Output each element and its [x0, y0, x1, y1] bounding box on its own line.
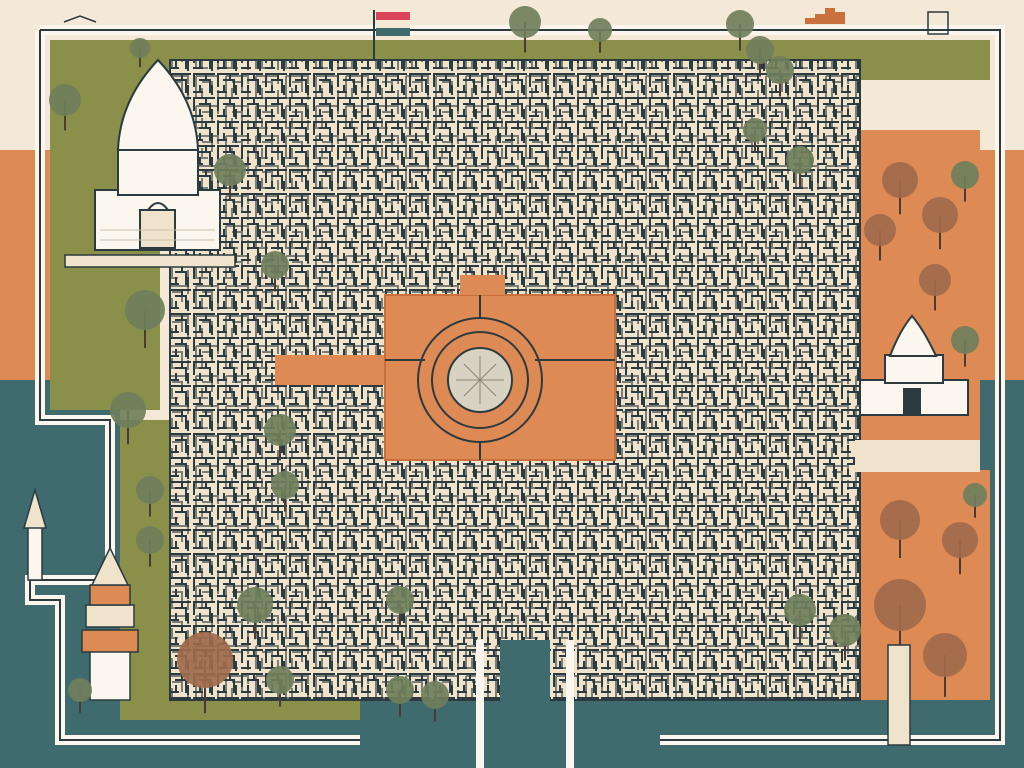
maze-exit-channel	[500, 640, 550, 768]
tree-icon	[237, 587, 273, 640]
pagoda-bottom-left	[81, 546, 139, 701]
autumn-tree-icon	[922, 197, 958, 250]
tree-icon	[136, 526, 164, 567]
tree-icon	[125, 290, 165, 348]
temple-top-left	[94, 58, 221, 251]
tree-icon	[214, 154, 246, 201]
trees	[49, 6, 987, 722]
tree-icon	[49, 84, 81, 131]
tree-icon	[588, 18, 612, 53]
tree-icon	[829, 614, 861, 661]
grass-bottom-right	[670, 700, 890, 730]
autumn-tree-icon	[919, 264, 951, 311]
tree-icon	[509, 6, 541, 53]
tree-icon	[951, 326, 979, 367]
autumn-tree-icon	[864, 214, 896, 261]
flag-icon	[373, 10, 410, 60]
distant-fort	[805, 8, 845, 24]
distant-bird	[63, 15, 97, 23]
autumn-tree-icon	[942, 522, 978, 575]
temple-platform	[64, 254, 236, 268]
tree-icon	[136, 476, 164, 517]
tree-icon	[784, 594, 816, 641]
autumn-tree-icon	[880, 500, 920, 558]
temple-right	[855, 314, 980, 472]
central-plaza	[275, 275, 616, 461]
tree-icon	[386, 586, 414, 627]
tree-icon	[271, 471, 299, 512]
tree-icon	[726, 10, 754, 51]
stone-pillar	[887, 644, 911, 746]
distant-tower	[927, 11, 949, 35]
tree-icon	[421, 681, 449, 722]
spire-left	[23, 487, 47, 581]
tree-icon	[743, 118, 767, 153]
tree-icon	[386, 676, 414, 717]
autumn-tree-icon	[177, 632, 233, 714]
tree-icon	[130, 38, 150, 67]
tree-icon	[110, 392, 146, 445]
tree-icon	[786, 146, 814, 187]
tree-icon	[68, 678, 92, 713]
autumn-tree-icon	[923, 633, 967, 697]
tree-icon	[264, 414, 296, 461]
tree-icon	[261, 251, 289, 292]
tree-icon	[746, 36, 774, 77]
tree-icon	[963, 483, 987, 518]
tree-icon	[766, 56, 794, 97]
tree-icon	[266, 666, 294, 707]
tree-icon	[951, 161, 979, 202]
autumn-tree-icon	[882, 162, 918, 215]
